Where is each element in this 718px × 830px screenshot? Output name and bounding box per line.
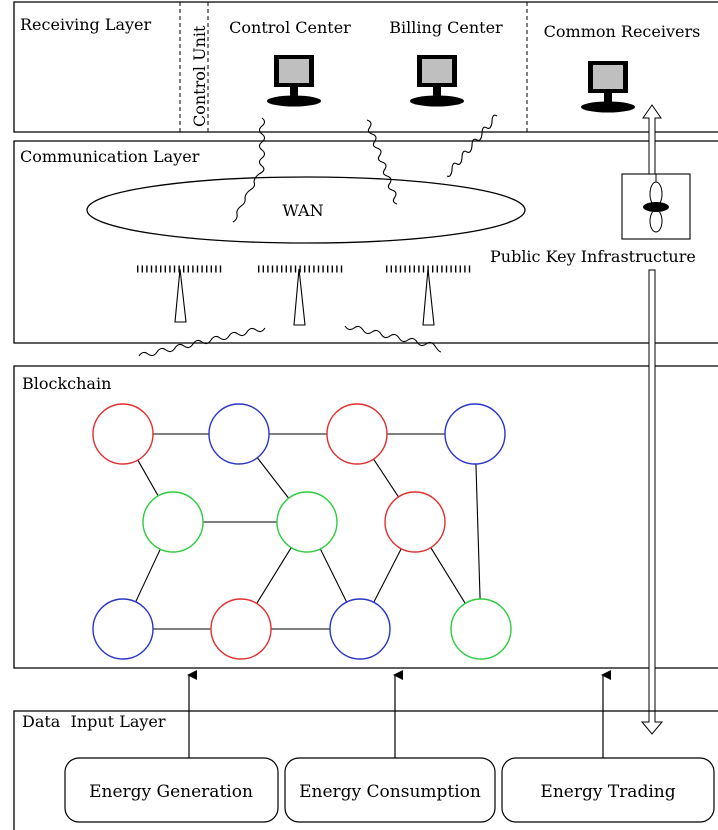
communication-layer: Communication Layer WAN Public Key Inf <box>13 114 718 357</box>
blockchain-node <box>329 598 391 660</box>
antenna-tower-icon <box>137 265 223 323</box>
energy-trading-box <box>501 757 715 823</box>
antenna-tower-icon <box>386 265 472 326</box>
blockchain-nodes <box>92 403 512 660</box>
communication-layer-frame <box>13 140 718 344</box>
control-unit-label: Control Unit <box>190 25 209 127</box>
wireless-link-common-receivers <box>446 114 498 177</box>
energy-consumption-box <box>284 757 496 823</box>
blockchain-edge <box>256 547 292 604</box>
wireless-link-to-blockchain-right <box>344 325 442 353</box>
communication-layer-title: Communication Layer <box>20 147 200 166</box>
wireless-link-control-center <box>232 117 266 223</box>
blockchain-layer-frame <box>13 365 718 669</box>
receiving-layer-title: Receiving Layer <box>20 15 152 34</box>
billing-center-computer-icon <box>410 55 464 107</box>
data-input-layer: Data Input Layer Energy Generation Energ… <box>13 670 718 830</box>
blockchain-node <box>208 403 270 465</box>
blockchain-node <box>92 598 154 660</box>
energy-generation-box <box>64 757 279 823</box>
blockchain-edge <box>373 458 399 498</box>
blockchain-edge <box>137 459 159 497</box>
key-icon <box>643 174 669 233</box>
control-center-label: Control Center <box>229 18 351 37</box>
wan-cloud <box>86 176 526 244</box>
control-center-computer-icon <box>267 55 321 107</box>
blockchain-layer: Blockchain <box>13 365 718 669</box>
pki-double-arrow <box>640 104 664 735</box>
energy-trading-label: Energy Trading <box>540 782 675 802</box>
blockchain-node <box>444 403 506 465</box>
blockchain-layer-title: Blockchain <box>22 374 111 393</box>
pki-label: Public Key Infrastructure <box>490 247 696 266</box>
blockchain-edge <box>256 457 290 499</box>
blockchain-node <box>326 403 388 465</box>
blockchain-edge <box>319 548 348 603</box>
blockchain-node <box>142 491 204 553</box>
billing-center-label: Billing Center <box>389 18 503 37</box>
blockchain-edge <box>373 548 402 603</box>
data-input-layer-title: Data Input Layer <box>22 712 166 731</box>
data-input-layer-frame <box>13 710 718 830</box>
energy-consumption-label: Energy Consumption <box>299 782 481 802</box>
blockchain-node <box>384 491 446 553</box>
blockchain-node <box>210 598 272 660</box>
blockchain-node <box>276 491 338 553</box>
common-receivers-computer-icon <box>581 61 635 113</box>
wan-label: WAN <box>282 201 323 220</box>
common-receivers-label: Common Receivers <box>544 22 701 41</box>
blockchain-node <box>450 598 512 660</box>
blockchain-edges <box>135 433 481 630</box>
blockchain-edge <box>135 548 161 603</box>
blockchain-edge <box>475 463 481 600</box>
receiving-layer: Receiving Layer Control Unit Control Cen… <box>13 1 718 133</box>
wireless-link-billing-center <box>366 119 398 205</box>
antenna-tower-icon <box>258 265 344 326</box>
energy-generation-label: Energy Generation <box>89 782 253 802</box>
wireless-link-to-blockchain-left <box>138 327 266 357</box>
receiving-layer-frame <box>13 1 718 133</box>
blockchain-node <box>92 403 154 465</box>
blockchain-edge <box>430 547 466 604</box>
